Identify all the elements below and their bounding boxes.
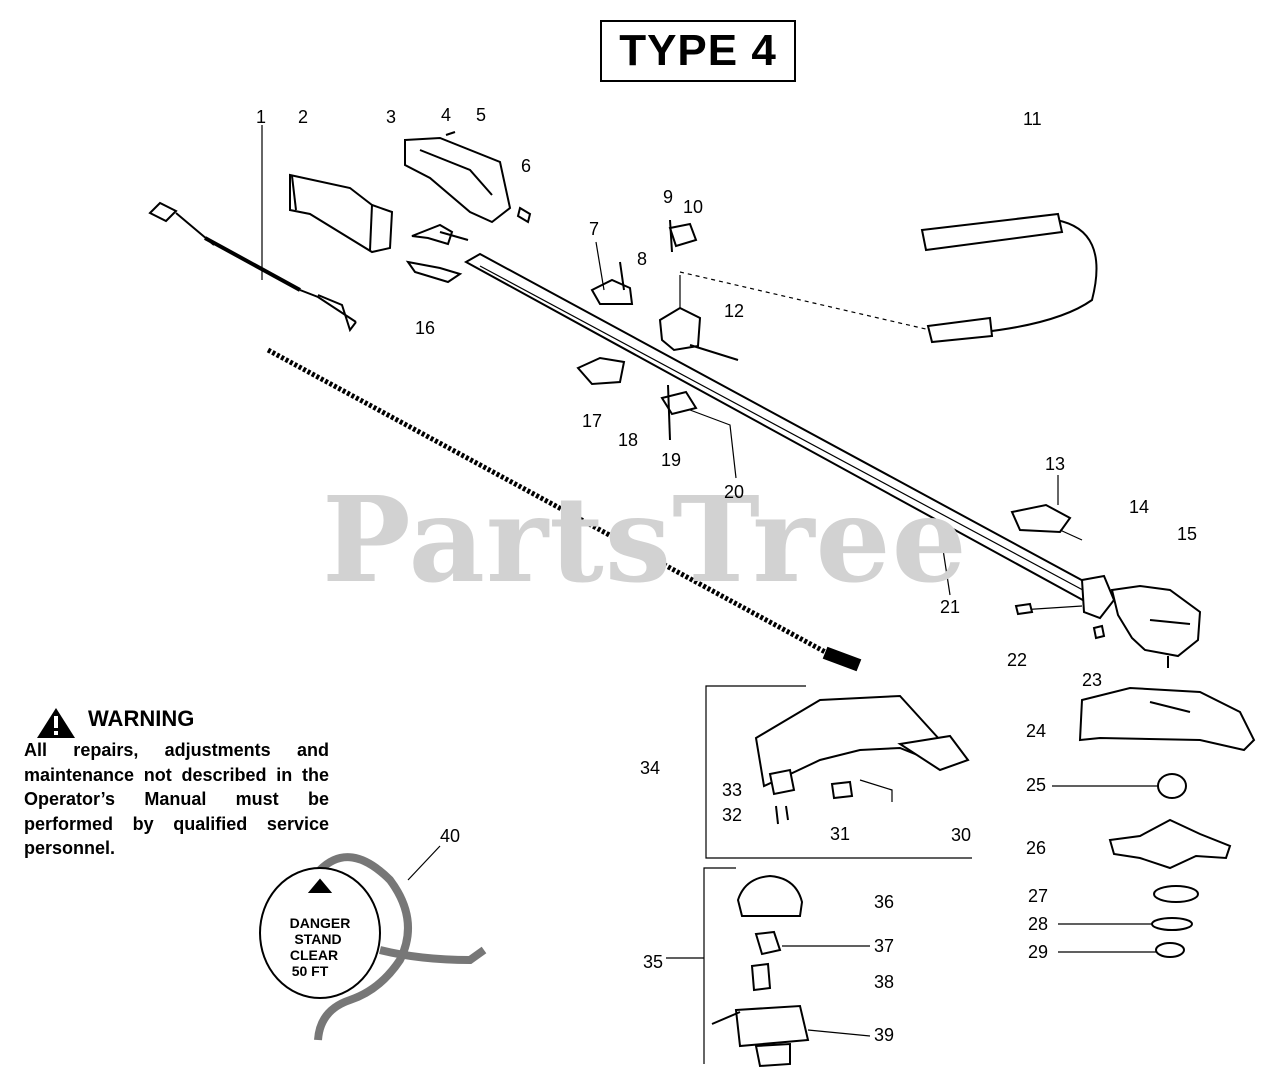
danger-line-2: STAND [294, 931, 341, 947]
trimmer-head-group [666, 867, 871, 1068]
callout-28: 28 [1028, 914, 1049, 934]
callout-16: 16 [415, 318, 436, 338]
callout-14: 14 [1129, 497, 1150, 517]
callout-31: 31 [830, 824, 851, 844]
flex-shaft-part [266, 347, 862, 672]
warning-heading: WARNING [88, 706, 195, 731]
callout-7: 7 [589, 219, 600, 239]
clip-part-10 [668, 219, 698, 253]
loop-handle-part [920, 212, 1098, 344]
callout-32: 32 [722, 805, 743, 825]
throttle-cable-part [148, 125, 357, 333]
callout-29: 29 [1028, 942, 1049, 962]
callout-22: 22 [1007, 650, 1028, 670]
warning-triangle-icon [37, 708, 75, 738]
callout-12: 12 [724, 301, 745, 321]
clamp-part-7 [590, 241, 634, 305]
type-label-box: TYPE 4 [600, 20, 796, 82]
blade-hardware-parts [1052, 773, 1232, 958]
callout-35: 35 [643, 952, 664, 972]
callout-15: 15 [1177, 524, 1198, 544]
callout-25: 25 [1026, 775, 1047, 795]
callout-21: 21 [940, 597, 961, 617]
callout-5: 5 [476, 105, 487, 125]
callout-4: 4 [441, 105, 452, 125]
grip-part-13 [1010, 475, 1083, 541]
callout-13: 13 [1045, 454, 1066, 474]
warning-notice: WARNING All repairs, adjustments and mai… [24, 702, 329, 861]
callout-17: 17 [582, 411, 603, 431]
callout-6: 6 [521, 156, 532, 176]
harness-strap-part [259, 845, 487, 1041]
clamp-parts-17-20 [576, 356, 737, 479]
callout-9: 9 [663, 187, 674, 207]
callout-38: 38 [874, 972, 895, 992]
handle-rear-part [289, 173, 394, 254]
callout-20: 20 [724, 482, 745, 502]
callout-3: 3 [386, 107, 397, 127]
callout-19: 19 [661, 450, 682, 470]
callout-23: 23 [1082, 670, 1103, 690]
callout-11: 11 [1023, 109, 1042, 129]
danger-sign: DANGER STAND CLEAR 50 FT [290, 915, 351, 979]
warning-icon-spacer [34, 702, 78, 736]
warning-header: WARNING [34, 702, 329, 736]
warning-text: All repairs, adjustments and maintenance… [24, 740, 329, 858]
callout-1: 1 [256, 107, 267, 127]
callout-24: 24 [1026, 721, 1047, 741]
watermark: PartsTree [322, 470, 968, 609]
callout-36: 36 [874, 892, 895, 912]
callout-10: 10 [683, 197, 704, 217]
callout-39: 39 [874, 1025, 895, 1045]
danger-line-3: CLEAR [290, 947, 338, 963]
trimmer-guard-group [705, 685, 972, 859]
type-label: TYPE 4 [619, 26, 777, 75]
blade-guard-part [1078, 686, 1256, 752]
callout-40: 40 [440, 826, 461, 846]
callout-8: 8 [637, 249, 648, 269]
handle-front-part [404, 131, 532, 284]
callout-2: 2 [298, 107, 309, 127]
callout-34: 34 [640, 758, 661, 778]
callout-26: 26 [1026, 838, 1047, 858]
callout-30: 30 [951, 825, 972, 845]
danger-line-4: 50 FT [292, 963, 329, 979]
handle-clamp-part-12 [658, 271, 931, 361]
callout-27: 27 [1028, 886, 1049, 906]
callout-37: 37 [874, 936, 895, 956]
callout-33: 33 [722, 780, 743, 800]
gear-head-part [1014, 574, 1202, 668]
danger-line-1: DANGER [290, 915, 351, 931]
callout-18: 18 [618, 430, 639, 450]
